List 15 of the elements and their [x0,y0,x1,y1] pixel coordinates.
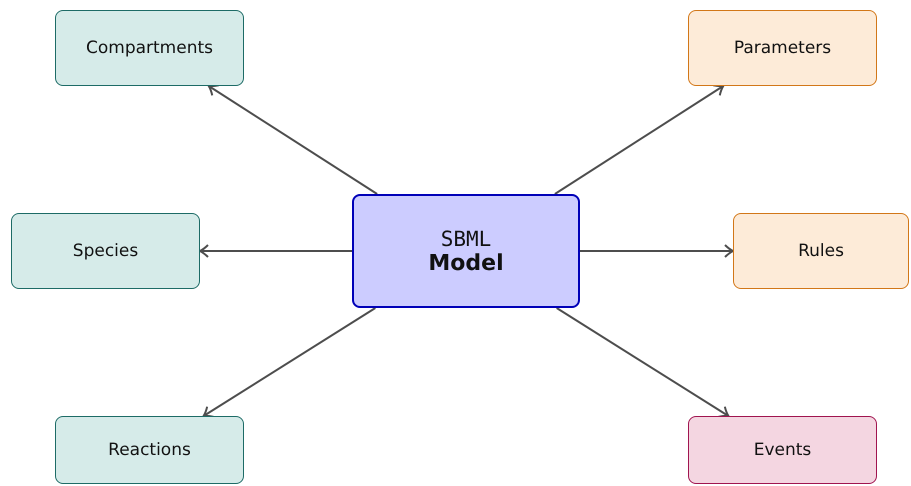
model-box [352,194,580,308]
model-title: Model [428,250,504,276]
node-label: Parameters [734,38,832,58]
node-label: Compartments [86,38,213,58]
component-box [688,416,877,484]
component-box [11,213,200,289]
component-box [55,416,244,484]
model-language: SBML [440,226,492,250]
component-box [688,10,877,86]
node-label: Rules [798,241,844,261]
node-label: Events [754,440,812,460]
component-box [733,213,909,289]
component-box [55,10,244,86]
node-label: Reactions [108,440,191,460]
node-label: Species [72,241,138,261]
